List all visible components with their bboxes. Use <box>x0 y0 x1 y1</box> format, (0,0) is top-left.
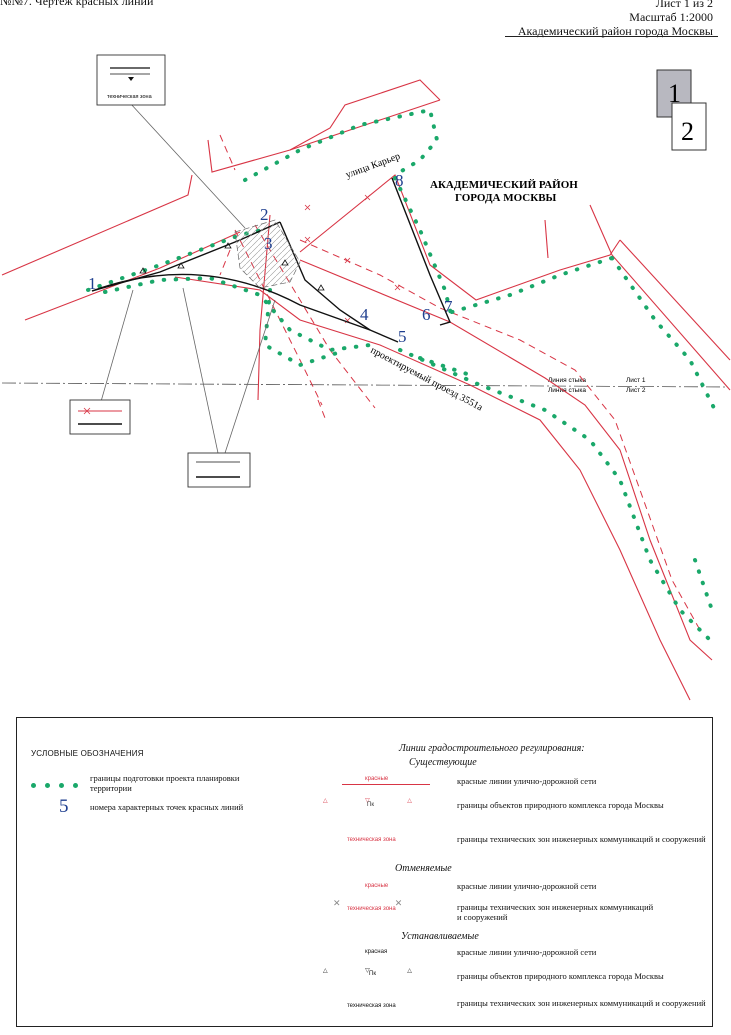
legend-established-nature-marks: △ ▽ △ <box>323 968 430 974</box>
red-lines-map: 1 2 Линия стыка Линия стыка Лист 1 Лист … <box>1 54 731 701</box>
legend-existing-red-text: красные линии улично-дорожной сети <box>457 776 597 786</box>
joint-line-label-2: Линия стыка <box>548 387 586 394</box>
planning-boundary <box>86 107 717 642</box>
callout-cancelled <box>69 399 131 435</box>
legend-boundary-sample <box>31 775 87 793</box>
callout-leaders <box>99 102 276 454</box>
sheet-2-label: Лист 2 <box>626 387 646 394</box>
point-2: 2 <box>260 205 269 224</box>
legend-cancelled-red-sample: красные <box>365 883 389 889</box>
legend-box: УСЛОВНЫЕ ОБОЗНАЧЕНИЯ границы подготовки … <box>16 717 713 1027</box>
point-4: 4 <box>360 305 369 324</box>
district-label-1: АКАДЕМИЧЕСКИЙ РАЙОН <box>430 179 578 191</box>
sheet-index-two: 2 <box>681 117 694 146</box>
legend-point-number-text: номера характерных точек красных линий <box>90 802 244 812</box>
point-7: 7 <box>444 297 453 316</box>
cancelled-cross-marks <box>304 194 401 324</box>
point-numbers: 1 2 3 4 5 6 7 8 <box>88 171 453 346</box>
sheet-index: 1 2 <box>656 69 707 151</box>
legend-established-red-text: красные линии улично-дорожной сети <box>457 947 597 957</box>
legend-existing-tech-text: границы технических зон инженерных комму… <box>457 834 706 844</box>
point-3: 3 <box>264 234 273 253</box>
legend-cancelled-heading: Отменяемые <box>395 863 452 874</box>
point-8: 8 <box>395 171 404 190</box>
joint-line <box>1 382 729 388</box>
legend-established-heading: Устанавливаемые <box>401 931 479 942</box>
point-1: 1 <box>88 274 97 293</box>
legend-cancelled-cross-marks: ✕ ✕ <box>333 898 429 908</box>
legend-regulation-title: Линии градостроительного регулирования: <box>399 743 585 754</box>
sheet-number: Лист 1 из 2 <box>655 0 713 10</box>
legend-established-nature-sample: Пк <box>369 971 376 977</box>
legend-title: УСЛОВНЫЕ ОБОЗНАЧЕНИЯ <box>31 749 144 758</box>
scale-label: Масштаб 1:2000 <box>629 10 713 24</box>
legend-cancelled-tech-text: границы технических зон инженерных комму… <box>457 902 654 922</box>
legend-point-number-sample: 5 <box>59 796 69 817</box>
legend-cancelled-red-text: красные линии улично-дорожной сети <box>457 881 597 891</box>
legend-established-tech-text: границы технических зон инженерных комму… <box>457 998 706 1008</box>
legend-existing-nature-sample: Пк <box>367 802 374 808</box>
district-name: Академический район города Москвы <box>517 24 713 38</box>
district-label-2: ГОРОДА МОСКВЫ <box>455 192 557 204</box>
legend-existing-red-sample: красные <box>365 776 389 782</box>
legend-boundary-text: границы подготовки проекта планировки те… <box>90 773 240 793</box>
callout-tech-zone: техническая зона <box>96 54 166 106</box>
technical-zone-area <box>234 219 301 289</box>
callout-tech-zone-label: техническая зона <box>107 94 153 100</box>
legend-existing-nature-text: границы объектов природного комплекса го… <box>457 800 664 810</box>
legend-established-red-sample: красная <box>365 949 388 955</box>
legend-existing-tech-sample: техническая зона <box>347 837 396 843</box>
legend-established-nature-text: границы объектов природного комплекса го… <box>457 971 664 981</box>
nature-marks <box>139 242 325 291</box>
title-block: Лист 1 из 2 Масштаб 1:2000 Академический… <box>518 0 713 38</box>
point-5: 5 <box>398 327 407 346</box>
point-6: 6 <box>422 305 431 324</box>
joint-line-label-1: Линия стыка <box>548 377 586 384</box>
sheet-1-label: Лист 1 <box>626 377 646 384</box>
sheet-index-one: 1 <box>668 79 681 108</box>
callout-established <box>187 452 251 488</box>
title-underline <box>505 36 718 37</box>
drawing-title: №№7. Чертеж красных линий <box>0 0 154 8</box>
legend-established-tech-sample: техническая зона <box>347 1003 396 1009</box>
legend-existing-heading: Существующие <box>409 757 477 768</box>
legend-existing-red-line <box>342 784 430 785</box>
legend-cancelled-tech-sample: техническая зона <box>347 906 396 912</box>
legend-existing-nature-marks: △ ▽ △ <box>323 798 430 804</box>
